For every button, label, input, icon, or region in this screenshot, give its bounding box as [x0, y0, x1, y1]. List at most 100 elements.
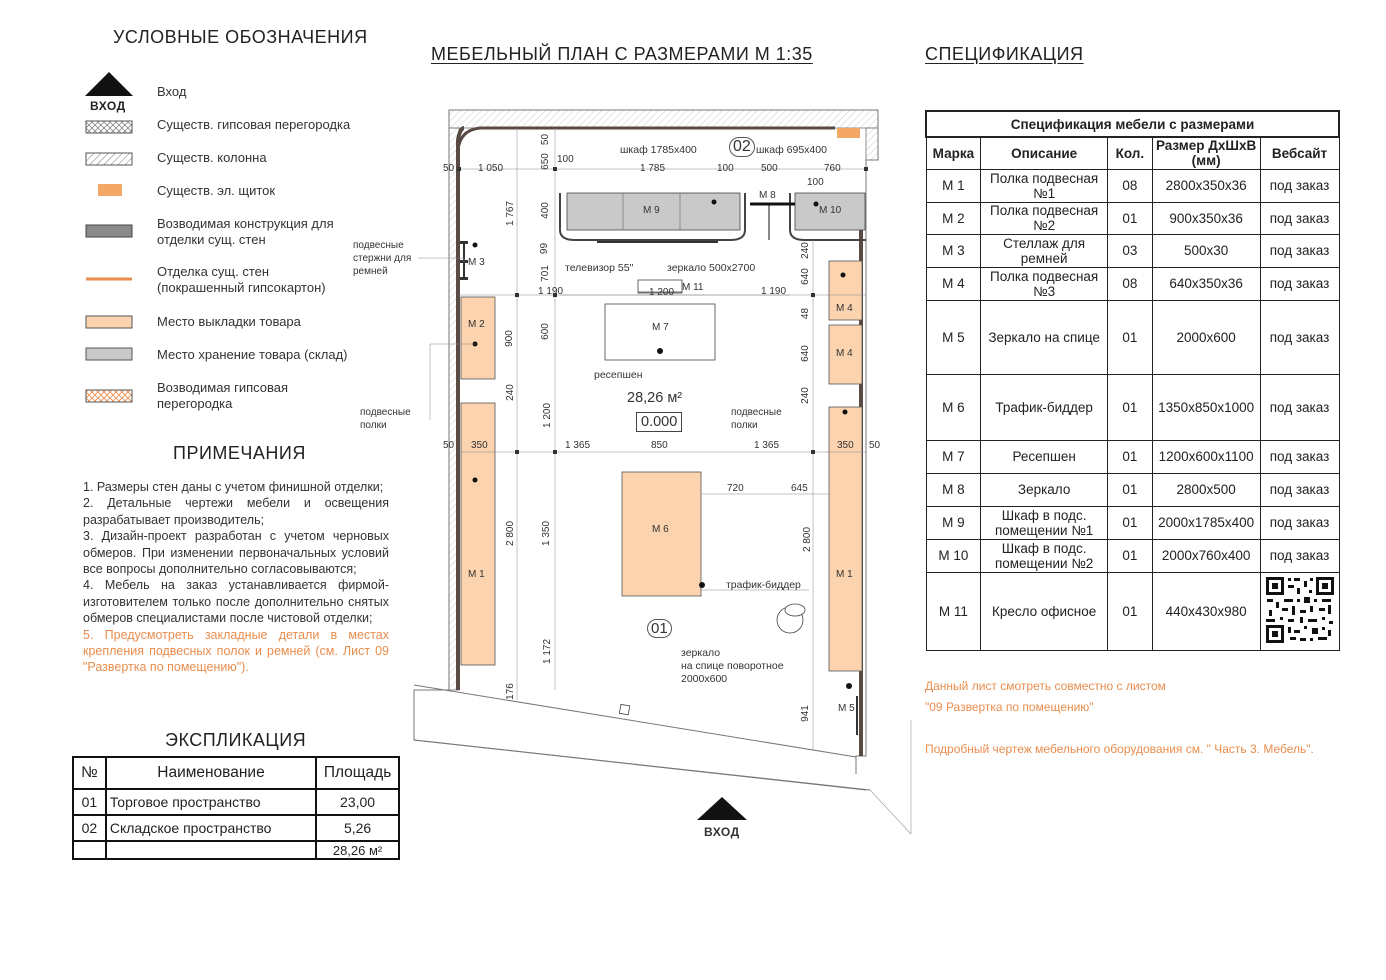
spec-qty: 01 — [1107, 201, 1153, 235]
spec-mark: М 4 — [925, 266, 982, 301]
legend-label-partition: Существ. гипсовая перегородка — [157, 117, 351, 132]
expl-name: Складское пространство — [104, 814, 318, 842]
label-rods-3: ремней — [353, 266, 388, 277]
spec-desc: Шкаф в подс. помещении №1 — [980, 505, 1108, 540]
swatch-existing-column — [85, 152, 133, 166]
shelf-m2 — [460, 296, 496, 380]
spec-col-desc: Описание — [980, 136, 1108, 170]
dim: 1 190 — [538, 286, 564, 297]
spec-mark: М 7 — [925, 439, 982, 474]
spec-qty: 08 — [1107, 266, 1153, 301]
floor-edge-4 — [869, 789, 912, 835]
swatch-display-area — [85, 315, 133, 329]
table-row: М 6 Трафик-биддер 01 1350х850х1000 под з… — [925, 373, 1340, 441]
spec-qty: 03 — [1107, 233, 1153, 268]
mark-m4-top: М 4 — [836, 303, 853, 314]
table-row: М 8 Зеркало 01 2800х500 под заказ — [925, 472, 1340, 507]
reception-m11-chair — [637, 279, 683, 294]
spec-desc: Полка подвесная №2 — [980, 201, 1108, 235]
label-shelves-left-2: полки — [360, 420, 387, 431]
spec-mark: М 11 — [925, 571, 982, 651]
spec-qty: 01 — [1107, 571, 1153, 651]
spec-mark: М 8 — [925, 472, 982, 507]
legend-label-panel: Существ. эл. щиток — [157, 183, 276, 198]
mark-m4-bottom: М 4 — [836, 348, 853, 359]
dim: 240 — [504, 384, 516, 401]
mark-m7: М 7 — [652, 322, 669, 333]
dim: 100 — [807, 177, 824, 188]
spec-site: под заказ — [1259, 439, 1340, 474]
dim: 50 — [443, 163, 455, 174]
spec-qty: 01 — [1107, 538, 1153, 573]
wardrobe-m10-frame — [789, 193, 866, 241]
expl-name: Торговое пространство — [104, 788, 318, 816]
spec-desc: Зеркало на спице — [980, 299, 1108, 375]
wall-finish-left — [456, 126, 465, 690]
dim: 645 — [791, 483, 808, 494]
qr-code-icon[interactable] — [1263, 574, 1336, 645]
table-row: М 2 Полка подвесная №2 01 900х350х36 под… — [925, 201, 1340, 235]
spec-site-qr[interactable] — [1259, 571, 1340, 651]
dim: 640 — [799, 268, 811, 285]
dim: 1 785 — [640, 163, 666, 174]
dim: 600 — [539, 323, 551, 340]
dim: 650 — [539, 153, 551, 170]
expl-col-num: № — [72, 756, 107, 790]
spec-site: под заказ — [1259, 168, 1340, 203]
spec-desc: Кресло офисное — [980, 571, 1108, 651]
wall-top — [448, 109, 879, 129]
expl-col-area: Площадь — [315, 756, 400, 790]
wardrobe-m9-frame — [559, 193, 746, 241]
mark-m6: М 6 — [652, 524, 669, 535]
explication-table: № Наименование Площадь 01 Торговое прост… — [72, 756, 400, 860]
spec-mark: М 1 — [925, 168, 982, 203]
label-mirror-spoke-2: на спице поворотное — [681, 660, 784, 672]
spec-mark: М 9 — [925, 505, 982, 540]
explication-heading: ЭКСПЛИКАЦИЯ — [165, 730, 307, 750]
wall-finish-corner — [456, 126, 835, 151]
mark-m1-right: М 1 — [836, 569, 853, 580]
spec-desc: Зеркало — [980, 472, 1108, 507]
spec-size: 500х30 — [1151, 233, 1261, 268]
label-shelves-left-1: подвесные — [360, 407, 411, 418]
mark-m9: М 9 — [643, 205, 660, 216]
dimension-ticks — [457, 167, 868, 454]
spec-site: под заказ — [1259, 233, 1340, 268]
note-1: 1. Размеры стен даны с учетом финишной о… — [83, 480, 384, 494]
spec-desc: Шкаф в подс. помещении №2 — [980, 538, 1108, 573]
table-row: 01 Торговое пространство 23,00 — [72, 788, 400, 816]
label-rods: подвесные стержни для ремней — [353, 239, 411, 278]
spec-size: 1200х600х1100 — [1151, 439, 1261, 474]
spec-site: под заказ — [1259, 472, 1340, 507]
label-wardrobe1: шкаф 1785х400 — [620, 144, 697, 156]
spec-size: 2000х600 — [1151, 299, 1261, 375]
shelf-m4-top — [828, 260, 863, 321]
room-number-01: 01 — [647, 619, 672, 638]
mark-m11: М 11 — [682, 282, 704, 293]
legend-label-entry: Вход — [157, 84, 187, 99]
expl-col-name: Наименование — [104, 756, 318, 790]
dim: 760 — [824, 163, 841, 174]
dim: 1 365 — [565, 440, 591, 451]
swatch-new-construction — [85, 224, 133, 238]
expl-area: 23,00 — [315, 788, 400, 816]
label-shelves-right: подвесные полки — [731, 406, 782, 432]
label-shelves-left: подвесные полки — [360, 406, 411, 432]
wardrobe-m9 — [566, 192, 741, 231]
swatch-existing-partition — [85, 120, 133, 134]
dimension-lines — [418, 128, 866, 750]
spec-size: 2000х1785х400 — [1151, 505, 1261, 540]
expl-num: 02 — [72, 814, 107, 842]
spec-qty: 01 — [1107, 299, 1153, 375]
label-mirror-spoke: зеркало на спице поворотное 2000х600 — [681, 647, 784, 686]
note-4: 4. Мебель на заказ устанавливается фирмо… — [83, 578, 389, 626]
table-row: М 1 Полка подвесная №1 08 2800х350х36 по… — [925, 168, 1340, 203]
spec-qty: 01 — [1107, 472, 1153, 507]
spec-desc: Полка подвесная №1 — [980, 168, 1108, 203]
floor-edge — [413, 684, 857, 758]
notes-list: 1. Размеры стен даны с учетом финишной о… — [83, 479, 389, 676]
dim: 900 — [503, 330, 515, 347]
swatch-storage-area — [85, 347, 133, 361]
sheet-note-3: Подробный чертеж мебельного оборудования… — [925, 742, 1314, 756]
dim: 1 365 — [754, 440, 780, 451]
